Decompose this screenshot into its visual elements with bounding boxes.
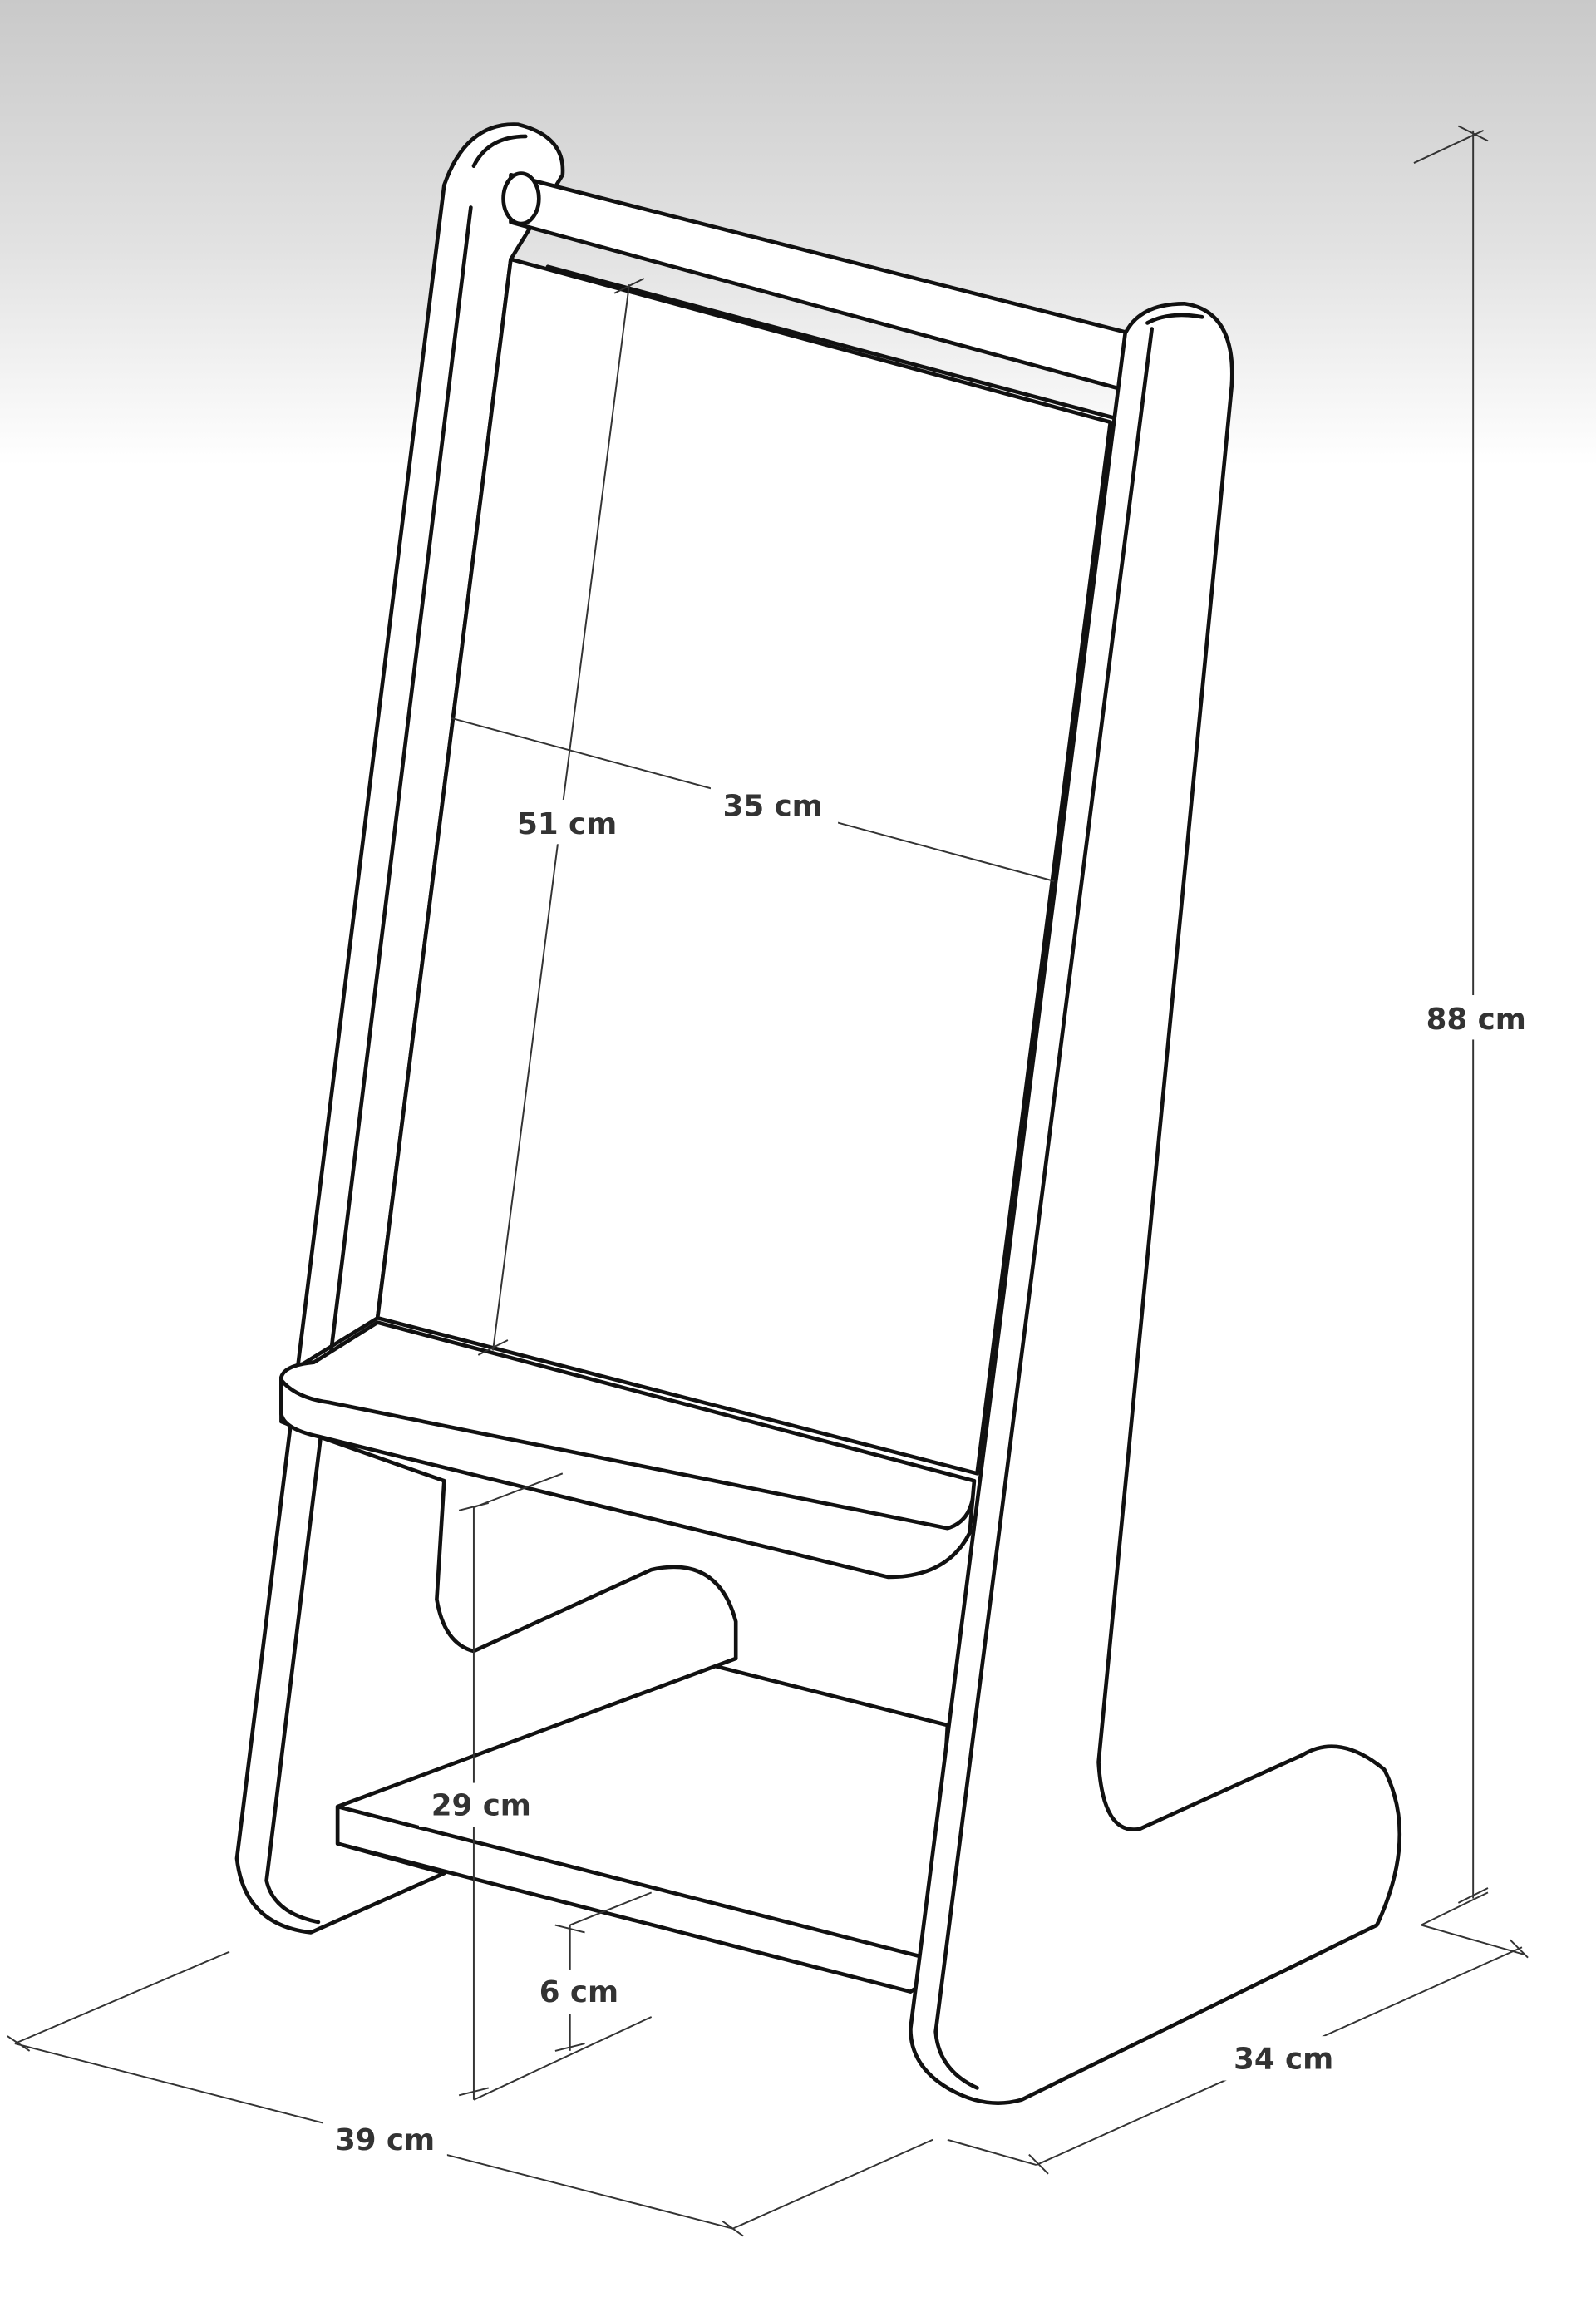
label-depth: 34 cm xyxy=(1234,2042,1333,2076)
right-side-panel xyxy=(909,301,1402,2105)
label-board-width: 35 cm xyxy=(723,790,823,824)
left-side-panel xyxy=(234,122,738,1935)
label-board-height: 51 cm xyxy=(517,807,617,841)
label-step-height: 29 cm xyxy=(431,1789,531,1823)
label-overall-height: 88 cm xyxy=(1426,1003,1526,1037)
label-width: 39 cm xyxy=(335,2123,435,2157)
easel-board xyxy=(375,257,1116,1476)
top-rod xyxy=(501,171,1150,393)
label-shelf-clearance: 6 cm xyxy=(539,1975,618,2009)
step-shelf xyxy=(279,1320,977,1580)
dimension-labels: 88 cm 51 cm 35 cm 29 cm 6 cm 39 cm 34 cm xyxy=(323,781,1535,2162)
